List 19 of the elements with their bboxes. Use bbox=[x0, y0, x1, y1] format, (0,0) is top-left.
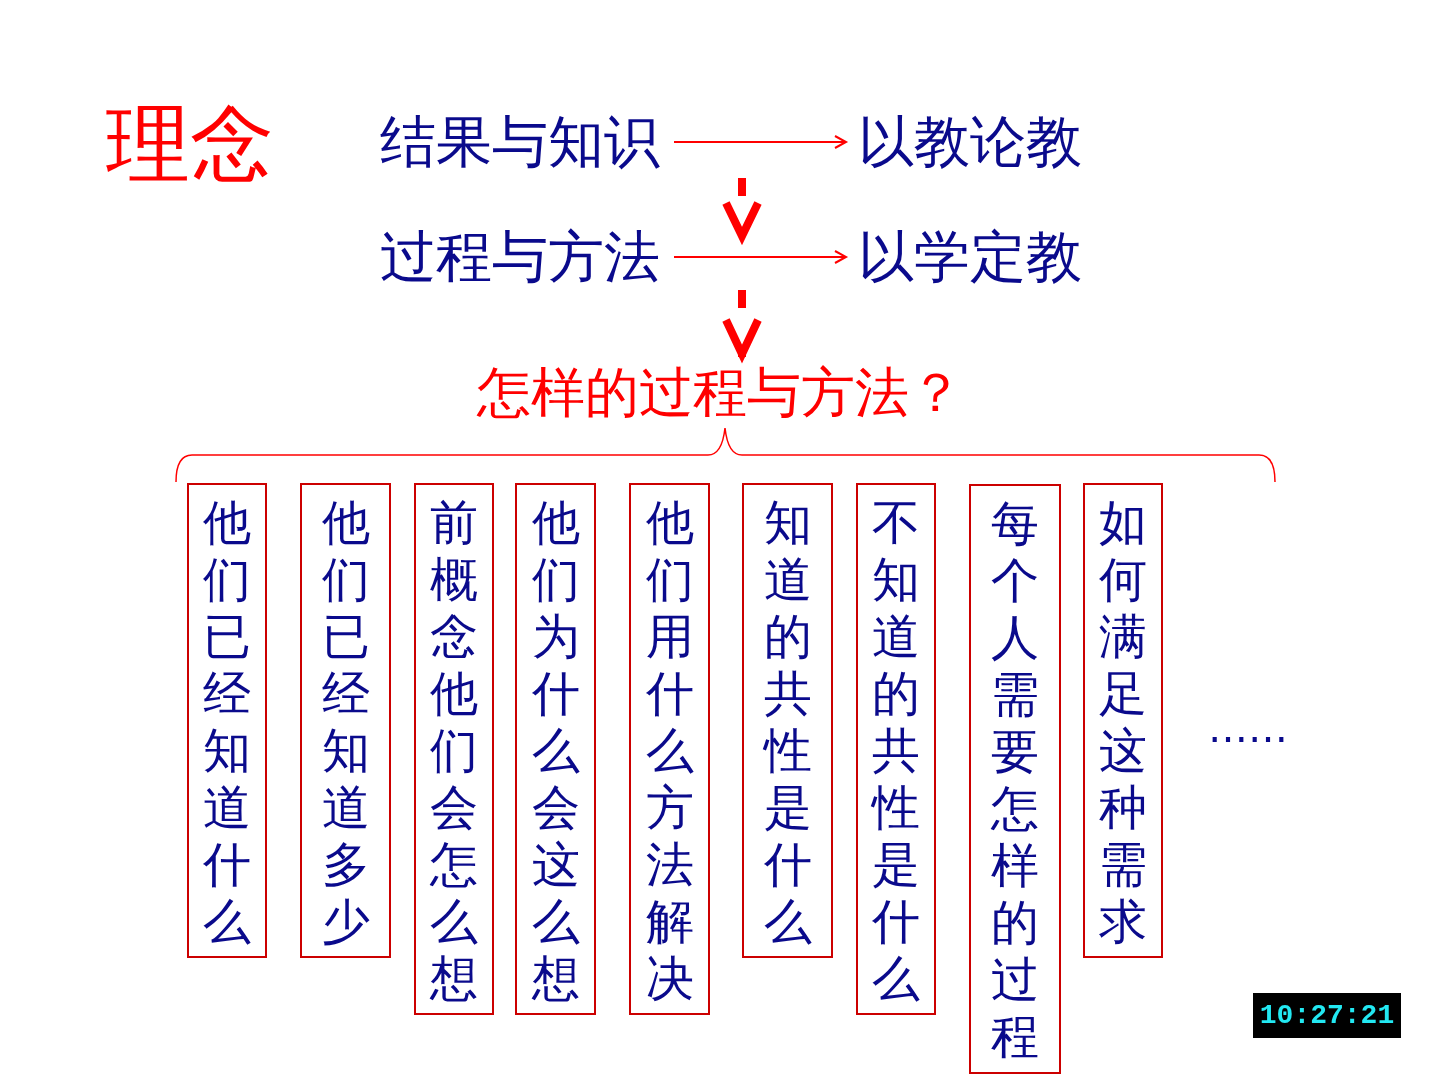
question-box: 他们已经知道什么 bbox=[187, 483, 267, 958]
question-box: 前概念他们会怎么想 bbox=[414, 483, 494, 1015]
question-box: 他们已经知道多少 bbox=[300, 483, 391, 958]
question-box: 他们为什么会这么想 bbox=[515, 483, 596, 1015]
concept-text: 过程与方法 bbox=[380, 225, 666, 289]
concept-text: 结果与知识 bbox=[380, 110, 666, 174]
question-box: 他们用什么方法解决 bbox=[629, 483, 710, 1015]
question-box: 每个人需要怎样的过程 bbox=[969, 484, 1061, 1074]
ellipsis-text: …… bbox=[1208, 706, 1289, 750]
question-box: 不知道的共性是什么 bbox=[856, 483, 936, 1015]
arrow bbox=[673, 250, 849, 264]
question-box: 如何满足这种需求 bbox=[1083, 483, 1163, 958]
title: 理念 bbox=[106, 102, 274, 186]
concept-text: 以教论教 bbox=[858, 110, 1084, 174]
concept-text: 以学定教 bbox=[858, 225, 1084, 289]
question-heading: 怎样的过程与方法？ bbox=[466, 362, 974, 424]
clock-display: 10:27:21 bbox=[1253, 993, 1401, 1038]
question-box: 知道的共性是什么 bbox=[742, 483, 833, 958]
arrow bbox=[673, 135, 849, 149]
